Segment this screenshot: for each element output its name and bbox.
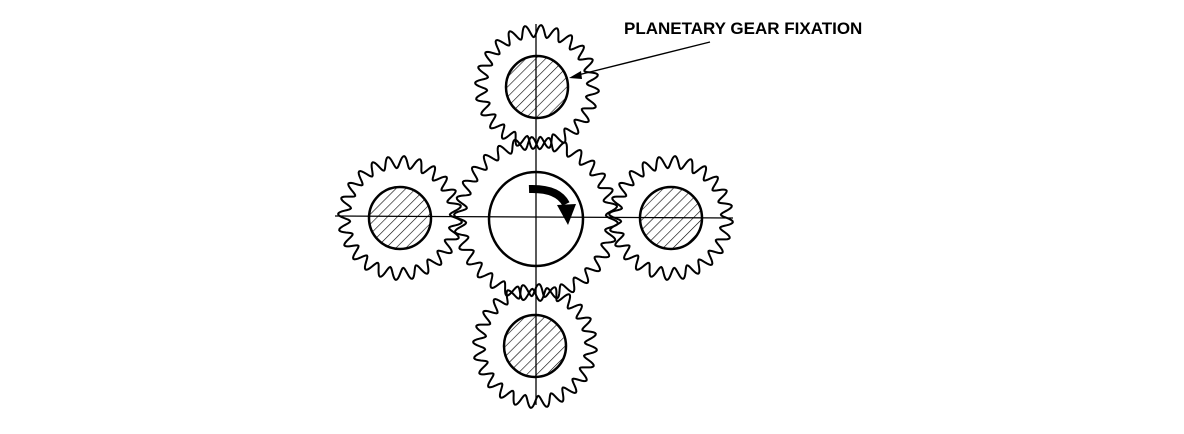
planet-hub-top: [504, 54, 570, 120]
clockwise-arrow-icon: [528, 184, 576, 225]
sun-gear: [453, 136, 619, 302]
planet-gear-left: [337, 155, 463, 281]
planet-hub-bottom: [502, 313, 568, 379]
planet-gear-top: [474, 24, 600, 150]
planet-gear-bottom: [472, 283, 598, 409]
callout-leader-line: [573, 41, 711, 77]
planet-hub-left: [367, 185, 433, 251]
center-line-horizontal: [334, 215, 734, 219]
callout-arrowhead: [569, 71, 582, 79]
callout-label: PLANETARY GEAR FIXATION: [624, 19, 862, 38]
